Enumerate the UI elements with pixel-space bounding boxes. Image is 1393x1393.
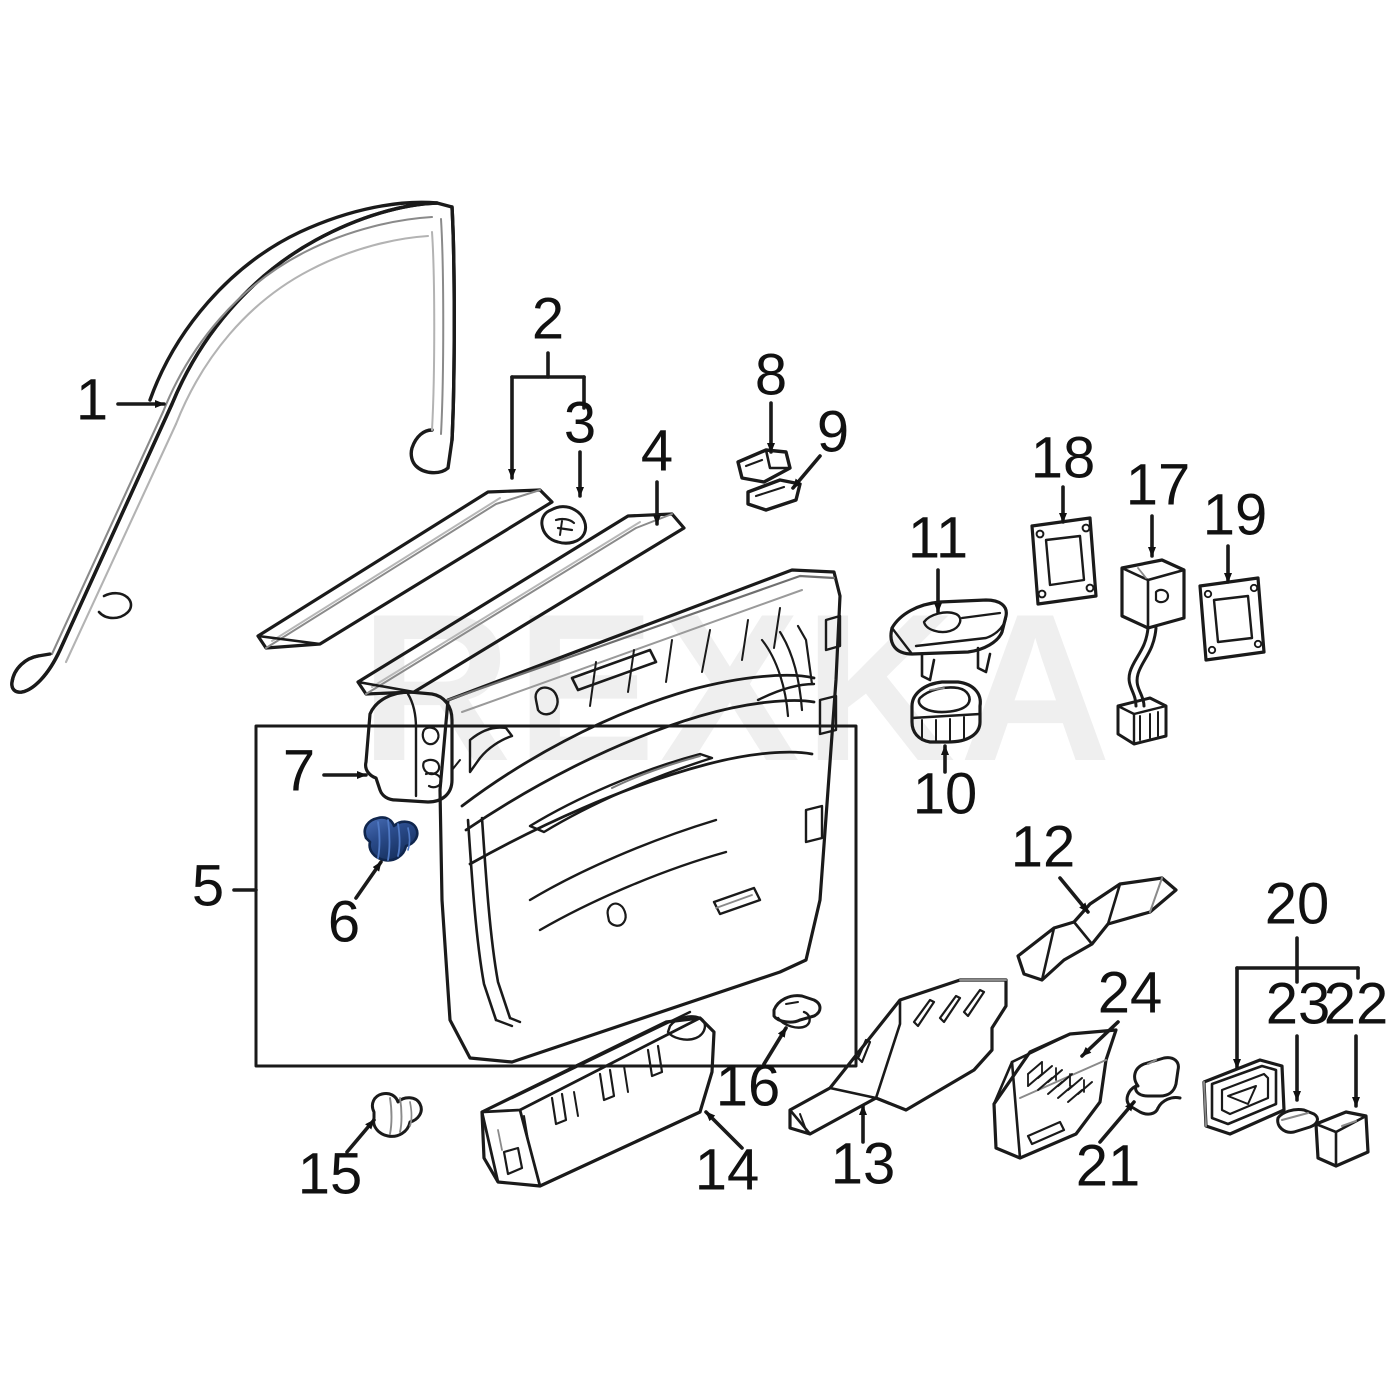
callout-2-bracket bbox=[508, 351, 586, 480]
callout-24-leader bbox=[1080, 1020, 1120, 1058]
callout-6-leader bbox=[354, 860, 383, 900]
part-23-lamp-lens-clip bbox=[1276, 1108, 1319, 1134]
part-2-beltline-molding bbox=[256, 488, 554, 650]
part-6-trim-panel-clip bbox=[363, 816, 419, 862]
callout-label-9: 9 bbox=[817, 399, 849, 464]
callout-label-6: 6 bbox=[328, 889, 360, 954]
callout-label-2: 2 bbox=[532, 286, 564, 351]
callout-label-19: 19 bbox=[1203, 482, 1268, 547]
part-10-lock-knob-grommet bbox=[910, 680, 982, 744]
callout-14-leader bbox=[704, 1110, 744, 1150]
callout-label-1: 1 bbox=[76, 367, 108, 432]
part-8-screw-cap-upper bbox=[736, 448, 792, 484]
part-17-courtesy-switch bbox=[1116, 558, 1186, 746]
part-18-switch-mounting-plate bbox=[1030, 516, 1098, 606]
callout-12-leader bbox=[1058, 876, 1090, 914]
callout-label-8: 8 bbox=[755, 342, 787, 407]
callout-label-3: 3 bbox=[564, 390, 596, 455]
part-20-courtesy-lamp bbox=[1202, 1058, 1286, 1136]
door-trim-panel bbox=[438, 568, 842, 1064]
callout-15-leader bbox=[345, 1118, 376, 1154]
part-1-door-frame-weatherstrip bbox=[10, 200, 456, 694]
callout-label-18: 18 bbox=[1031, 425, 1096, 490]
callout-label-17: 17 bbox=[1126, 452, 1191, 517]
part-7-pull-handle-cover bbox=[364, 690, 454, 804]
callout-label-24: 24 bbox=[1098, 960, 1163, 1025]
part-3-molding-clip bbox=[540, 505, 588, 545]
callout-label-10: 10 bbox=[913, 761, 978, 826]
callout-label-14: 14 bbox=[695, 1137, 760, 1202]
part-16-retainer-clip bbox=[772, 994, 822, 1029]
callout-label-12: 12 bbox=[1011, 814, 1076, 879]
callout-label-15: 15 bbox=[298, 1141, 363, 1206]
callout-label-23: 23 bbox=[1266, 971, 1331, 1036]
callout-labels: 1 2 3 4 5 6 7 8 9 10 11 12 13 14 15 16 1… bbox=[76, 286, 1388, 1206]
callout-label-20: 20 bbox=[1265, 871, 1330, 936]
callout-label-21: 21 bbox=[1076, 1133, 1141, 1198]
part-22-lamp-housing-cap bbox=[1314, 1110, 1370, 1168]
part-19-switch-cover-plate bbox=[1198, 576, 1266, 662]
callout-label-22: 22 bbox=[1324, 971, 1389, 1036]
part-12-door-catch-bracket bbox=[1016, 876, 1178, 982]
callout-label-13: 13 bbox=[831, 1131, 896, 1196]
callout-label-16: 16 bbox=[716, 1053, 781, 1118]
callout-9-leader bbox=[791, 454, 822, 490]
callout-label-4: 4 bbox=[641, 418, 673, 483]
callout-label-7: 7 bbox=[283, 738, 315, 803]
part-14-door-pocket-trim bbox=[480, 1010, 716, 1188]
callout-16-leader bbox=[762, 1026, 788, 1066]
callout-label-11: 11 bbox=[908, 505, 968, 570]
callout-label-5: 5 bbox=[192, 853, 224, 918]
callout-20-bracket bbox=[1233, 936, 1360, 1070]
part-24-speaker-grille-trim bbox=[992, 1028, 1118, 1160]
part-13-lower-rear-trim bbox=[788, 978, 1008, 1136]
callout-21-leader bbox=[1098, 1100, 1136, 1144]
part-15-trim-clip-small bbox=[370, 1092, 423, 1138]
part-5-group-box bbox=[254, 724, 858, 1068]
part-21-wire-retainer-hook bbox=[1125, 1056, 1182, 1116]
part-9-screw-cap-lower bbox=[746, 478, 802, 512]
